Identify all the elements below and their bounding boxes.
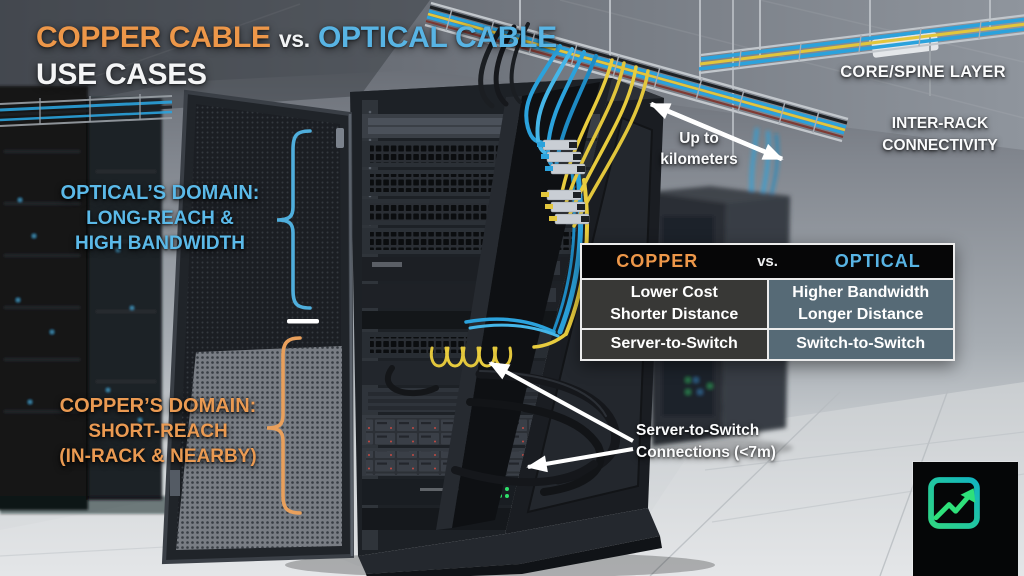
optical-domain-line3: HIGH BANDWIDTH (75, 233, 245, 255)
comparison-table: COPPER vs. OPTICAL Lower Cost Shorter Di… (580, 243, 955, 361)
cable-tray-core (698, 0, 1024, 96)
optical-domain-line1: OPTICAL’S DOMAIN: (60, 182, 260, 204)
table-cell-copper-row1: Lower Cost Shorter Distance (582, 280, 767, 328)
distance-line1: Up to (679, 130, 719, 147)
comparison-table-header: COPPER vs. OPTICAL (582, 245, 953, 278)
distance-line2: kilometers (660, 150, 738, 168)
copper-domain-line2: SHORT-REACH (88, 421, 228, 443)
inter-rack-line1: INTER-RACK (891, 115, 989, 132)
table-header-vs: vs. (757, 253, 778, 270)
table-cell-optical-row1: Higher Bandwidth Longer Distance (768, 280, 953, 328)
title-vs: vs. (278, 26, 310, 52)
copper-domain-line1: COPPER’S DOMAIN: (59, 395, 257, 417)
cable-tray-left (0, 94, 173, 127)
optical-domain-label: OPTICAL’S DOMAIN: LONG-REACH & HIGH BAND… (32, 180, 288, 257)
copper-benefit-1: Lower Cost (630, 283, 718, 301)
table-cell-copper-row2: Server-to-Switch (582, 330, 767, 359)
rack-door-open (161, 89, 355, 565)
server-switch-line2: Connections (<7m) (636, 444, 776, 461)
distance-label: Up to kilometers (646, 129, 752, 171)
title-subtitle: USE CASES (36, 58, 207, 91)
copper-domain-line3: (IN-RACK & NEARBY) (59, 446, 257, 468)
background-racks-left (0, 86, 170, 514)
copper-domain-label: COPPER’S DOMAIN: SHORT-REACH (IN-RACK & … (30, 393, 286, 470)
door-handle (336, 128, 344, 148)
copper-benefit-2: Shorter Distance (610, 306, 739, 323)
page-title: COPPER CABLE vs. OPTICAL CABLE USE CASES (36, 20, 557, 93)
copper-use-case: Server-to-Switch (610, 335, 738, 353)
server-switch-label: Server-to-Switch Connections (<7m) (636, 420, 812, 464)
brand-logo (913, 462, 1018, 576)
comparison-table-body: Lower Cost Shorter Distance Higher Bandw… (582, 280, 953, 359)
title-copper: COPPER CABLE (36, 21, 271, 54)
title-optical: OPTICAL CABLE (317, 21, 557, 54)
optical-use-case: Switch-to-Switch (796, 335, 926, 353)
inter-rack-line2: CONNECTIVITY (882, 136, 998, 154)
fiber-cables-yellow (429, 58, 650, 368)
inter-rack-label: INTER-RACK CONNECTIVITY (856, 113, 1024, 156)
table-header-copper: COPPER (616, 251, 699, 271)
optical-benefit-2: Longer Distance (798, 306, 924, 323)
optical-benefit-1: Higher Bandwidth (792, 283, 930, 301)
title-line1: COPPER CABLE vs. OPTICAL CABLE (36, 20, 557, 57)
chip-growth-arrow-icon (913, 462, 995, 544)
server-switch-line1: Server-to-Switch (636, 422, 760, 439)
table-header-optical: OPTICAL (834, 251, 921, 271)
core-spine-label: CORE/SPINE LAYER (840, 63, 1006, 81)
optical-domain-line2: LONG-REACH & (86, 208, 234, 230)
rack-base (358, 508, 660, 574)
transceiver-modules (537, 139, 590, 225)
table-cell-optical-row2: Switch-to-Switch (768, 330, 953, 359)
